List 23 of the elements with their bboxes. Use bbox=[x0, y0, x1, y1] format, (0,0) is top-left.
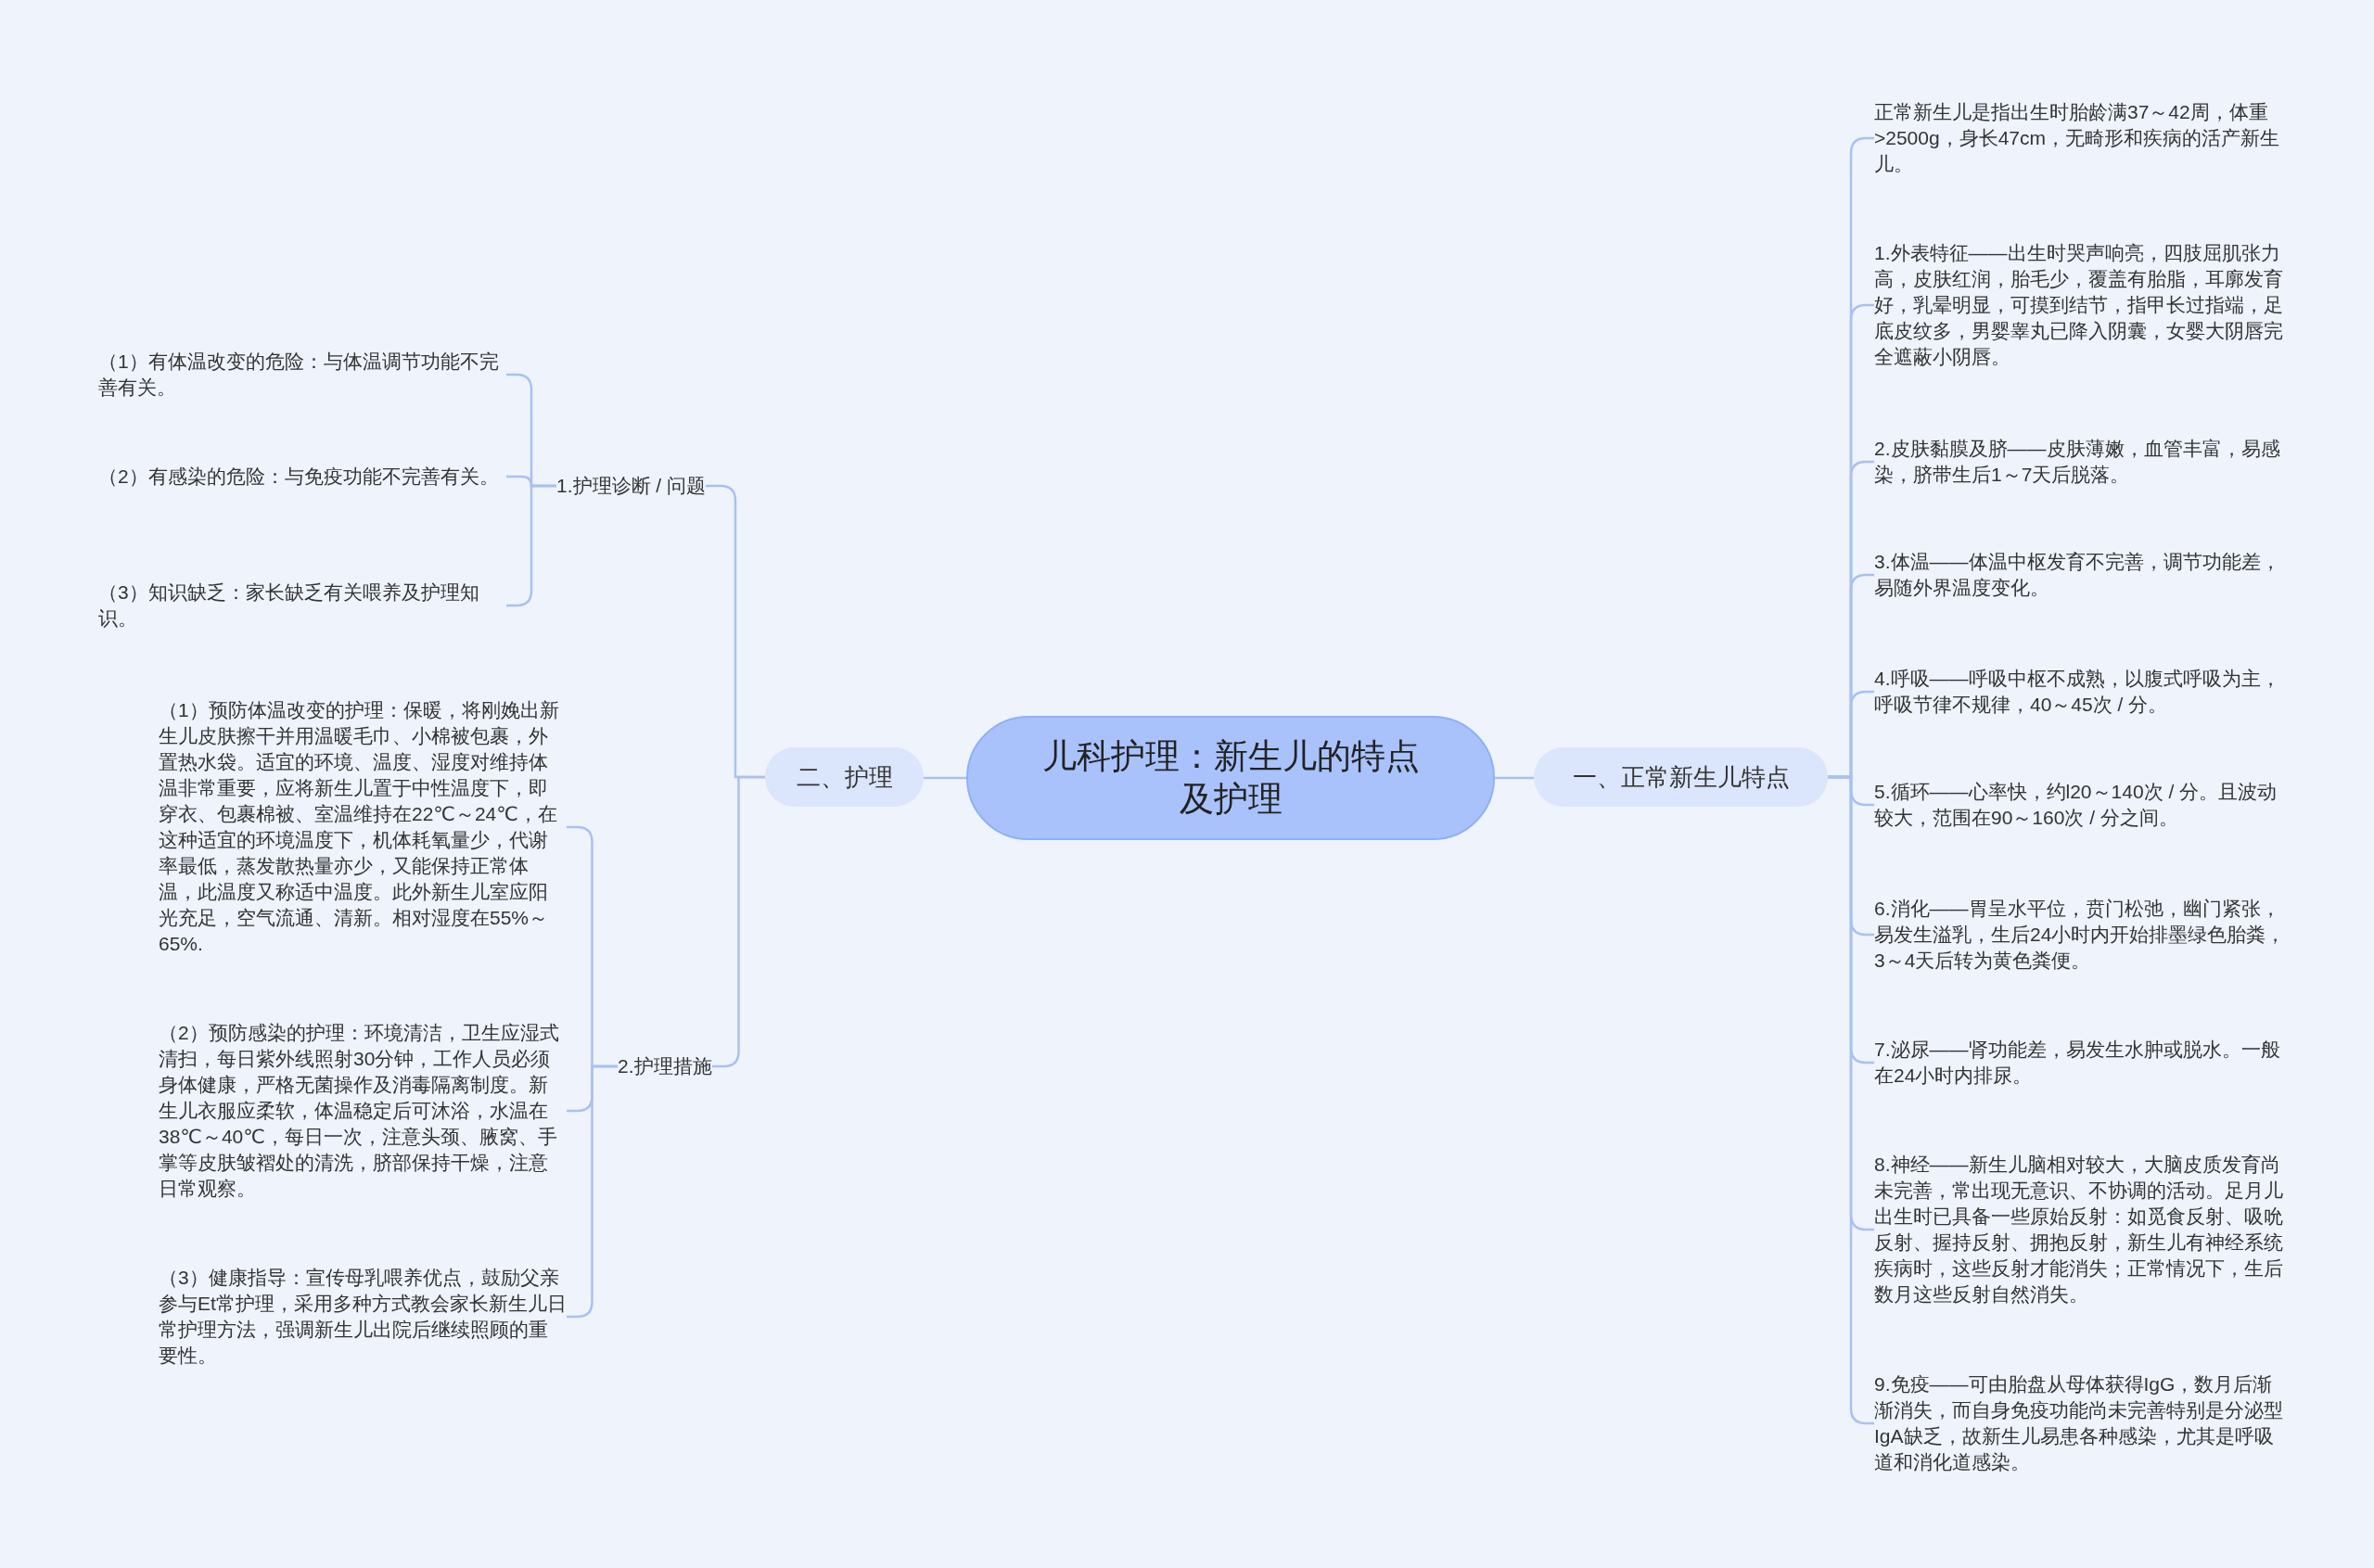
note-text: 9.免疫——可由胎盘从母体获得IgG，数月后渐渐消失，而自身免疫功能尚未完善特别是分泌型IgA缺乏，故新生儿易患各种感染，尤其是呼吸道和消化道感染。 bbox=[1874, 1371, 2287, 1475]
subtopic-label: 2.护理措施 bbox=[618, 1053, 712, 1079]
note-text: 7.泌尿——肾功能差，易发生水肿或脱水。一般在24小时内排尿。 bbox=[1874, 1037, 2287, 1089]
note-text: （2）预防感染的护理：环境清洁，卫生应湿式清扫，每日紫外线照射30分钟，工作人员必须身体健康，严格无菌操作及消毒隔离制度。新生儿衣服应柔软，体温稳定后可沐浴，水温在38℃～40℃，每日一次，注意头颈、腋窝、手掌等皮肤皱褶处的清洗，脐部保持干燥，注意日常观察。 bbox=[159, 1020, 567, 1202]
note-text: 5.循环——心率快，约l20～140次 / 分。且波动较大，范围在90～160次 / 分之间。 bbox=[1874, 779, 2287, 831]
note-text: 2.皮肤黏膜及脐——皮肤薄嫩，血管丰富，易感染，脐带生后1～7天后脱落。 bbox=[1874, 436, 2287, 488]
note-text: （3）知识缺乏：家长缺乏有关喂养及护理知识。 bbox=[98, 580, 506, 631]
connector-line bbox=[1495, 776, 1534, 780]
note-text: （1）有体温改变的危险：与体温调节功能不完善有关。 bbox=[98, 349, 506, 401]
note-text: （3）健康指导：宣传母乳喂养优点，鼓励父亲参与Et常护理，采用多种方式教会家长新生儿日常护理方法，强调新生儿出院后继续照顾的重要性。 bbox=[159, 1265, 567, 1369]
note-text: 4.呼吸——呼吸中枢不成熟，以腹式呼吸为主，呼吸节律不规律，40～45次 / 分。 bbox=[1874, 666, 2287, 718]
note-text: 6.消化——胃呈水平位，贲门松弛，幽门紧张，易发生溢乳，生后24小时内开始排墨绿色胎粪，3～4天后转为黄色粪便。 bbox=[1874, 896, 2287, 974]
note-text: 正常新生儿是指出生时胎龄满37～42周，体重>2500g，身长47cm，无畸形和疾病的活产新生儿。 bbox=[1874, 99, 2287, 177]
central-topic: 儿科护理：新生儿的特点及护理 bbox=[966, 716, 1495, 840]
branch-topic: 二、护理 bbox=[765, 747, 924, 807]
subtopic-label: 1.护理诊断 / 问题 bbox=[556, 473, 707, 499]
note-text: （2）有感染的危险：与免疫功能不完善有关。 bbox=[98, 464, 506, 490]
note-text: 3.体温——体温中枢发育不完善，调节功能差，易随外界温度变化。 bbox=[1874, 549, 2287, 601]
branch-topic: 一、正常新生儿特点 bbox=[1534, 747, 1828, 807]
note-text: 8.神经——新生儿脑相对较大，大脑皮质发育尚未完善，常出现无意识、不协调的活动。足月儿出生时已具备一些原始反射：如觅食反射、吸吮反射、握持反射、拥抱反射，新生儿有神经系统疾病时，这些反射才能消失；正常情况下，生后数月这些反射自然消失。 bbox=[1874, 1152, 2287, 1307]
connector-line bbox=[924, 776, 966, 780]
note-text: 1.外表特征——出生时哭声响亮，四肢屈肌张力高，皮肤红润，胎毛少，覆盖有胎脂，耳廓发育好，乳晕明显，可摸到结节，指甲长过指端，足底皮纹多，男婴睾丸已降入阴囊，女婴大阴唇完全遮蔽小阴唇。 bbox=[1874, 240, 2287, 370]
note-text: （1）预防体温改变的护理：保暖，将刚娩出新生儿皮肤擦干并用温暖毛巾、小棉被包裹，外置热水袋。适宜的环境、温度、湿度对维持体温非常重要，应将新生儿置于中性温度下，即穿衣、包裹棉被、室温维持在22℃～24℃，在这种适宜的环境温度下，机体耗氧量少，代谢率最低，蒸发散热量亦少，又能保持正常体温，此温度又称适中温度。此外新生儿室应阳光充足，空气流通、清新。相对湿度在55%～65%. bbox=[159, 697, 567, 957]
